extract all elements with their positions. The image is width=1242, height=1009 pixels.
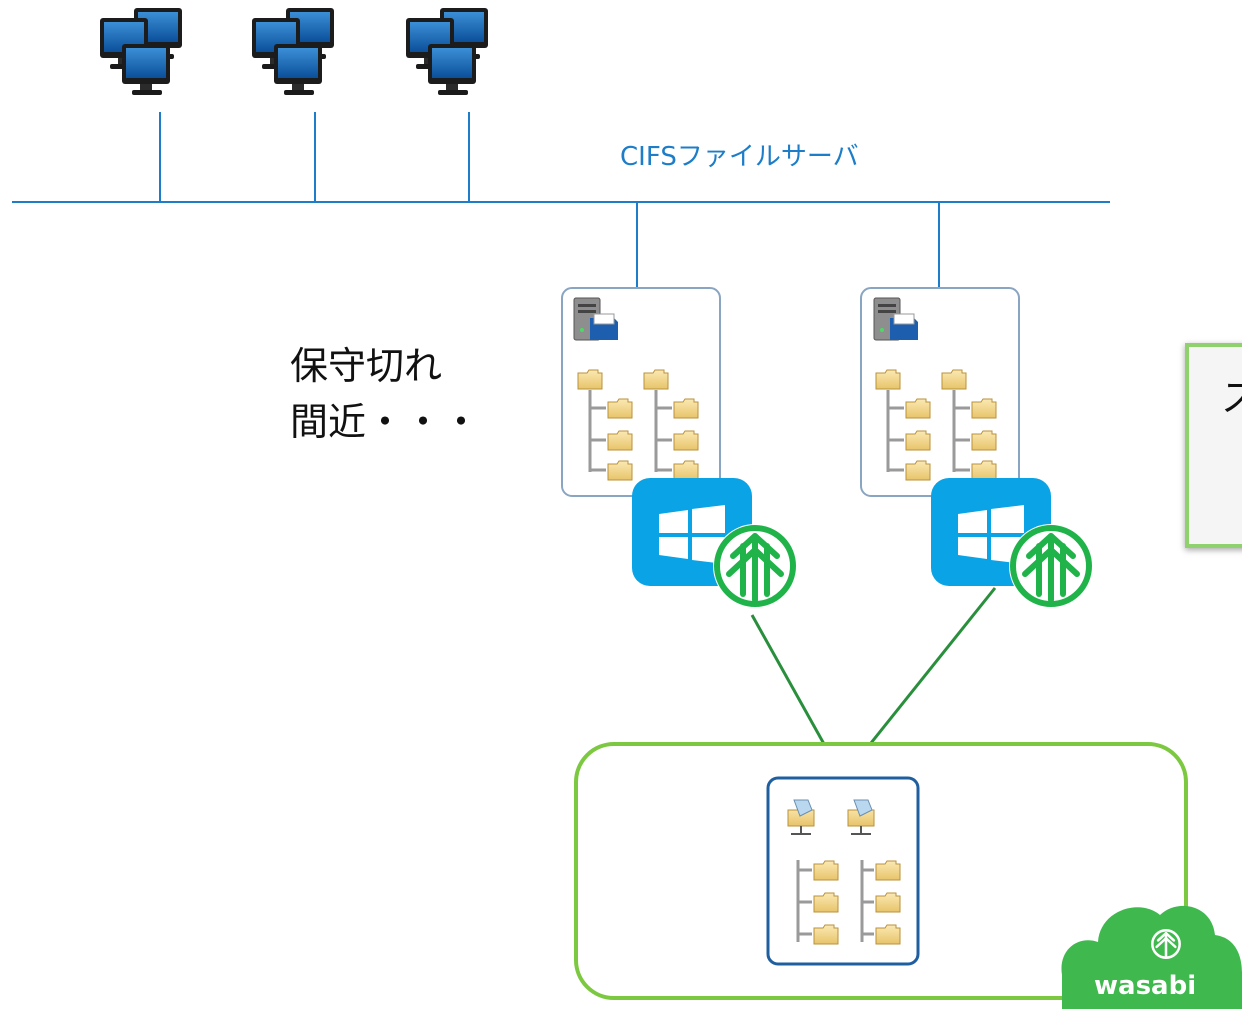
folder-tree — [796, 860, 901, 945]
cloud-storage-container — [574, 742, 1188, 1000]
network-bus — [12, 112, 1110, 288]
wasabi-brand-text: wasabi — [1094, 971, 1196, 1001]
network-label: CIFSファイルサーバ — [620, 142, 859, 172]
eol-warning-line2: 間近・・・ — [290, 400, 481, 444]
callout-box: ス — [1185, 343, 1242, 548]
workstation-icon — [100, 8, 182, 95]
wasabi-logo-icon — [1009, 524, 1093, 608]
workstation-icon — [406, 8, 488, 95]
wasabi-cloud-logo-icon: wasabi — [1061, 905, 1242, 1009]
wasabi-logo-icon — [713, 524, 797, 608]
file-server-box — [561, 287, 721, 497]
file-server-box — [860, 287, 1020, 497]
workstation-icon — [252, 8, 334, 95]
eol-warning-line1: 保守切れ — [290, 344, 443, 388]
callout-text: ス — [1221, 376, 1242, 420]
eol-warning: 保守切れ 間近・・・ — [290, 338, 480, 450]
